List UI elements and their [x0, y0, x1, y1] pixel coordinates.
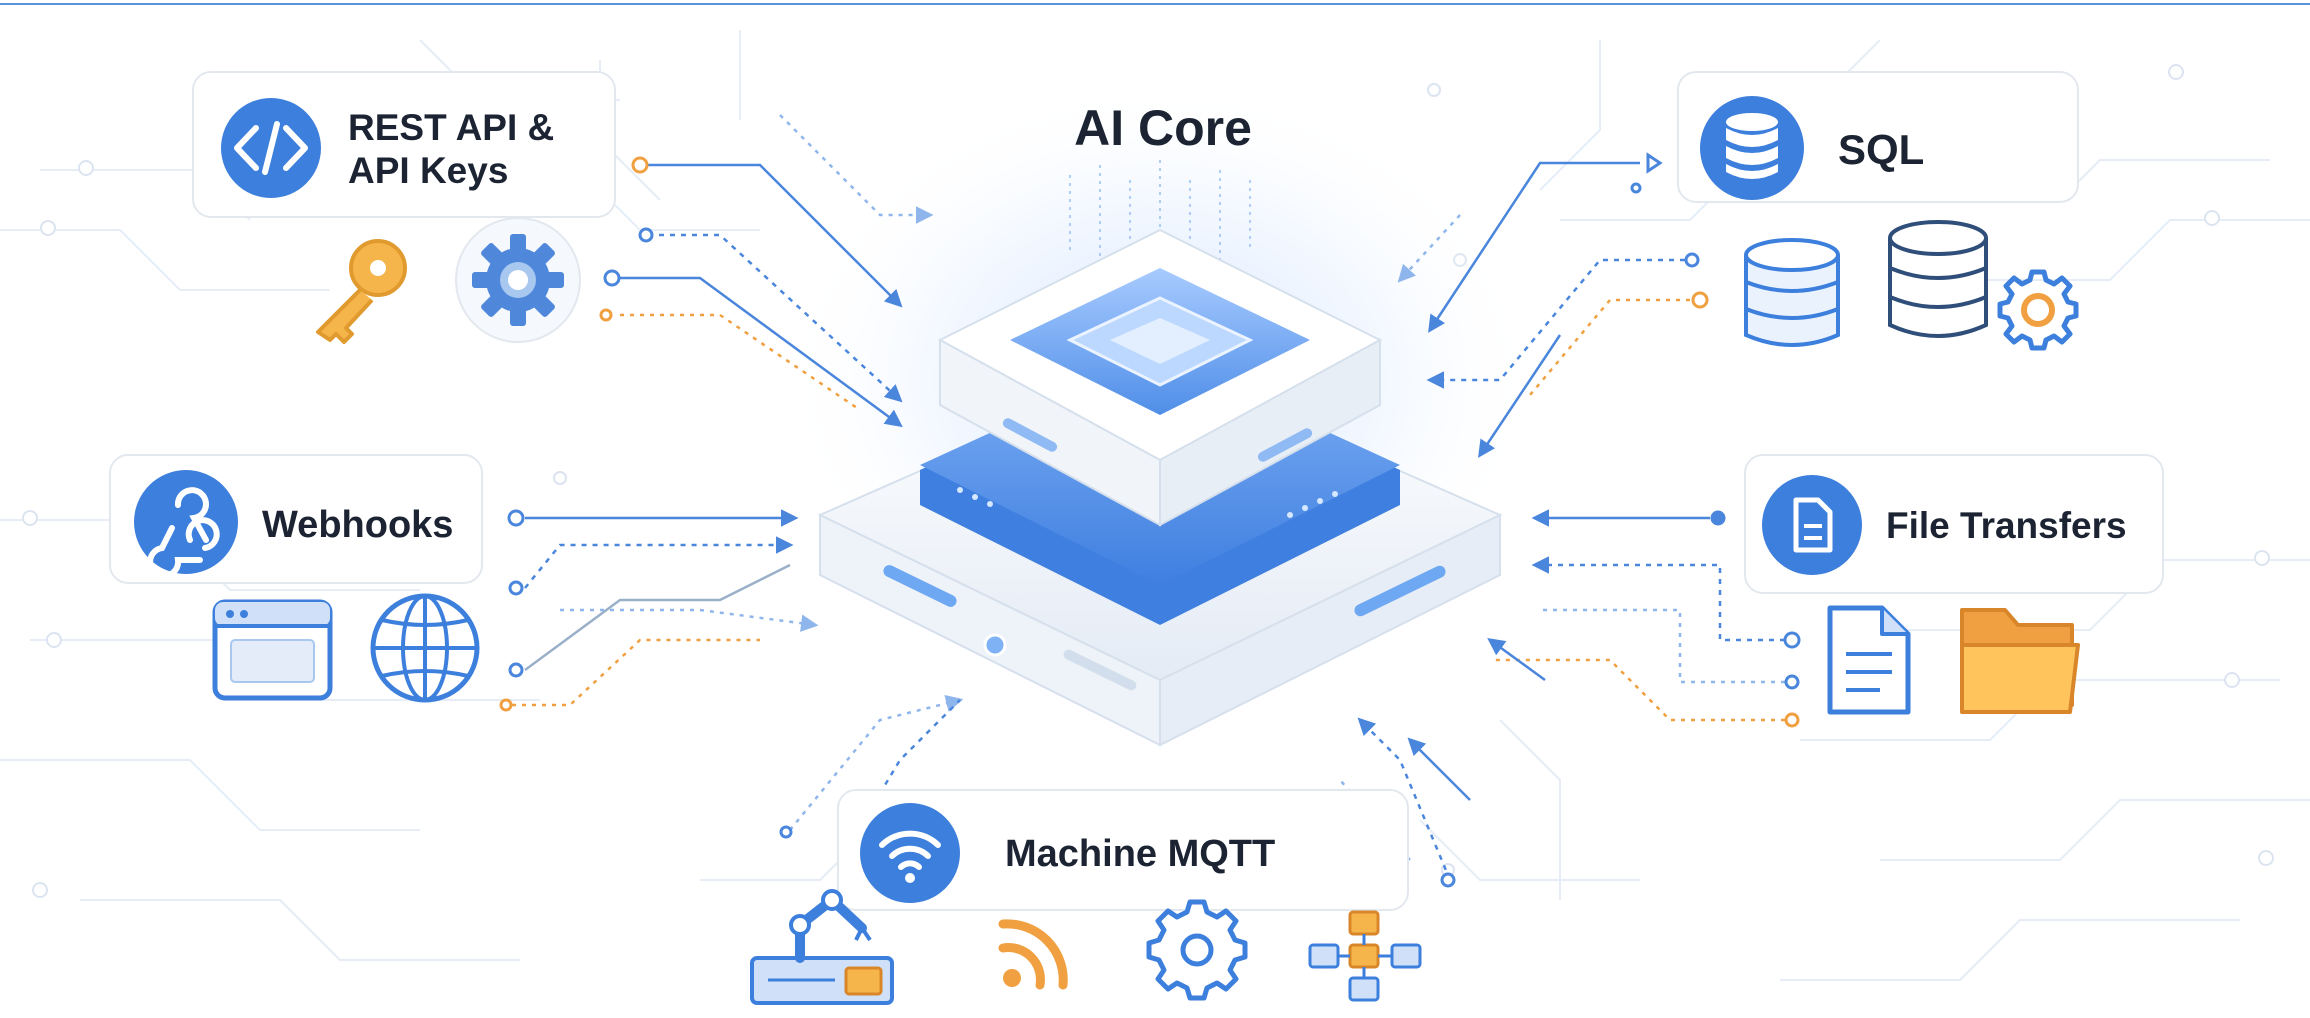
webhooks-panel: Webhooks: [109, 454, 483, 584]
rss-feed-icon: [998, 919, 1068, 990]
gear-icon: [1997, 269, 2079, 351]
status-led-right: [1354, 565, 1446, 617]
rest-api-label-line2: API Keys: [348, 150, 508, 191]
background-trace-nodes: [22, 64, 2274, 898]
document-icon: [1762, 475, 1862, 575]
rest-api-connector-nodes: [599, 156, 654, 322]
webhook-icon: [134, 470, 238, 579]
file-transfers-label: File Transfers: [1886, 505, 2127, 546]
webhooks-connector-nodes: [499, 509, 525, 712]
mqtt-label: Machine MQTT: [1005, 833, 1275, 875]
folder-icon: [1960, 608, 2080, 714]
core-top-slab: [937, 228, 1383, 527]
status-dot: [983, 633, 1007, 657]
sql-label: SQL: [1838, 126, 1924, 173]
webhooks-connectors: [512, 509, 819, 707]
network-nodes-icon: [1308, 910, 1422, 1002]
core-title: AI Core: [1074, 100, 1252, 156]
database-icon: [1700, 96, 1804, 200]
ai-core-platform: [817, 160, 1503, 747]
mqtt-connector-nodes: [779, 825, 1456, 888]
file-transfers-connectors: [1487, 509, 1785, 722]
file-transfers-panel: File Transfers: [1744, 454, 2164, 594]
browser-window-icon: [212, 599, 333, 701]
gear-icon: [455, 217, 581, 343]
wifi-icon: [860, 803, 960, 903]
gear-icon: [1146, 899, 1248, 1001]
database-icon: [1888, 220, 1988, 338]
robot-arm-icon: [750, 889, 894, 1005]
file-transfers-connector-nodes: [1710, 510, 1801, 728]
key-icon: [316, 239, 407, 344]
mqtt-panel: Machine MQTT: [837, 789, 1409, 911]
sql-connector-nodes: [1630, 152, 1709, 309]
status-led-left: [883, 565, 957, 607]
document-icon: [1827, 605, 1911, 715]
code-icon: [221, 98, 321, 198]
rest-api-label-line1: REST API &: [348, 107, 554, 148]
core-light-rays: [1069, 160, 1251, 290]
database-icon: [1744, 238, 1840, 347]
sql-connectors: [1397, 161, 1690, 458]
sql-panel: SQL: [1677, 71, 2079, 203]
webhooks-label: Webhooks: [262, 504, 453, 546]
rest-api-connectors: [620, 114, 934, 428]
rest-api-panel: REST API & API Keys: [192, 71, 616, 218]
globe-icon: [370, 593, 480, 703]
